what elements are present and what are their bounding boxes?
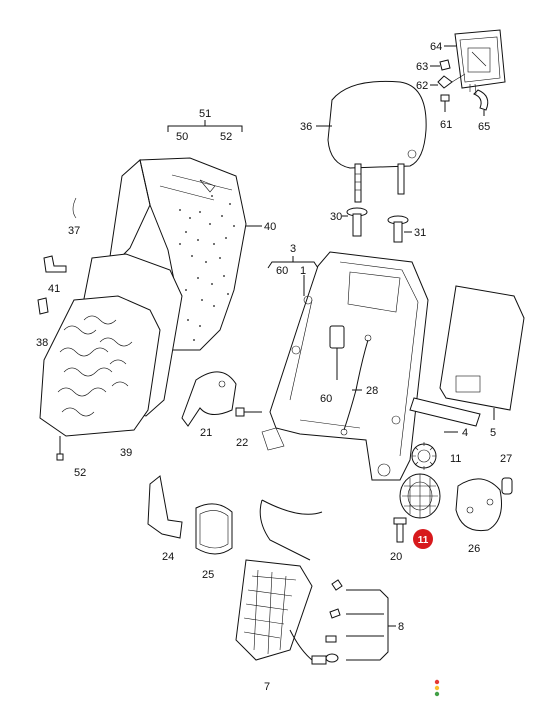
part-27-cap	[501, 477, 513, 495]
part-handwheel	[399, 473, 441, 519]
part-21-bracket	[181, 371, 237, 427]
label-21: 21	[200, 427, 212, 439]
label-60-top: 60	[276, 265, 288, 277]
label-52-bottom: 52	[74, 467, 86, 479]
label-3: 3	[290, 243, 296, 255]
bracket-3	[267, 256, 319, 269]
part-36-headrest	[327, 80, 427, 203]
label-50: 50	[176, 131, 188, 143]
part-60-motor	[329, 325, 345, 380]
part-24-trim	[147, 475, 183, 539]
part-20-bolt	[393, 517, 407, 543]
label-22: 22	[236, 437, 248, 449]
label-64: 64	[430, 41, 442, 53]
label-51: 51	[199, 108, 211, 120]
label-40: 40	[264, 221, 276, 233]
part-62	[437, 73, 466, 89]
label-27: 27	[500, 453, 512, 465]
label-52-top: 52	[220, 131, 232, 143]
bracket-8	[346, 589, 396, 661]
part-40-cover	[139, 157, 247, 351]
callout-badge[interactable]: 11	[413, 529, 433, 549]
label-26: 26	[468, 543, 480, 555]
part-41-clip	[43, 255, 67, 273]
part-61-bolt	[440, 94, 450, 112]
label-41: 41	[48, 283, 60, 295]
label-38: 38	[36, 337, 48, 349]
part-shell-outline	[107, 159, 151, 272]
part-1-frame	[261, 251, 429, 481]
bracket-51	[167, 120, 243, 132]
label-36: 36	[300, 121, 312, 133]
part-4-pad	[409, 397, 481, 427]
part-25-trim	[195, 503, 233, 555]
label-20: 20	[390, 551, 402, 563]
label-65: 65	[478, 121, 490, 133]
label-39: 39	[120, 447, 132, 459]
label-4: 4	[462, 427, 468, 439]
part-30-bolt	[346, 207, 368, 237]
label-60-mid: 60	[320, 393, 332, 405]
part-63	[439, 59, 451, 71]
part-38-clip	[37, 297, 49, 315]
label-11: 11	[450, 453, 461, 465]
label-5: 5	[490, 427, 496, 439]
callout-badge-label: 11	[418, 535, 429, 546]
fabric-dots	[179, 195, 235, 341]
part-64-control-unit	[454, 29, 506, 89]
part-65-clip	[473, 89, 489, 116]
label-28: 28	[366, 385, 378, 397]
label-25: 25	[202, 569, 214, 581]
label-30: 30	[330, 211, 342, 223]
label-1: 1	[300, 265, 306, 277]
label-7: 7	[264, 681, 270, 693]
status-dots	[434, 679, 440, 697]
label-62: 62	[416, 80, 428, 92]
label-61: 61	[440, 119, 452, 131]
label-31: 31	[414, 227, 426, 239]
label-63: 63	[416, 61, 428, 73]
label-37: 37	[68, 225, 80, 237]
label-24: 24	[162, 551, 174, 563]
part-11-gear	[411, 442, 437, 470]
part-52-heating-mat	[39, 295, 161, 461]
part-7-lumbar	[235, 499, 327, 665]
part-22-bolt	[235, 407, 262, 417]
part-31-bolt	[387, 215, 409, 243]
label-8: 8	[398, 621, 404, 633]
part-5-panel	[439, 285, 525, 411]
part-26-cover	[455, 478, 502, 532]
part-8-group	[325, 579, 343, 663]
